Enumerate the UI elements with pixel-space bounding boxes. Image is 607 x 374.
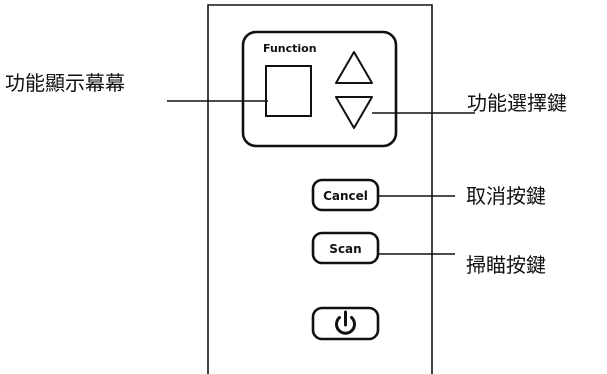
- cancel-button-label: Cancel: [323, 189, 368, 203]
- scan-button[interactable]: Scan: [311, 231, 380, 265]
- scan-button-label: Scan: [329, 242, 361, 256]
- callout-display-label: 功能顯示幕幕: [5, 71, 125, 95]
- callout-scan-label: 掃瞄按鍵: [466, 253, 546, 277]
- cancel-button[interactable]: Cancel: [311, 178, 380, 212]
- callout-cancel-label: 取消按鍵: [466, 184, 546, 208]
- function-label: Function: [263, 42, 317, 55]
- power-icon: [335, 310, 356, 335]
- callout-select-label: 功能選擇鍵: [467, 91, 567, 115]
- device-panel-outline: [207, 4, 433, 374]
- down-arrow-icon[interactable]: [335, 96, 373, 129]
- up-arrow-icon[interactable]: [335, 51, 373, 84]
- function-display-screen: [265, 65, 312, 117]
- power-button[interactable]: [311, 306, 380, 341]
- function-module: [241, 30, 398, 148]
